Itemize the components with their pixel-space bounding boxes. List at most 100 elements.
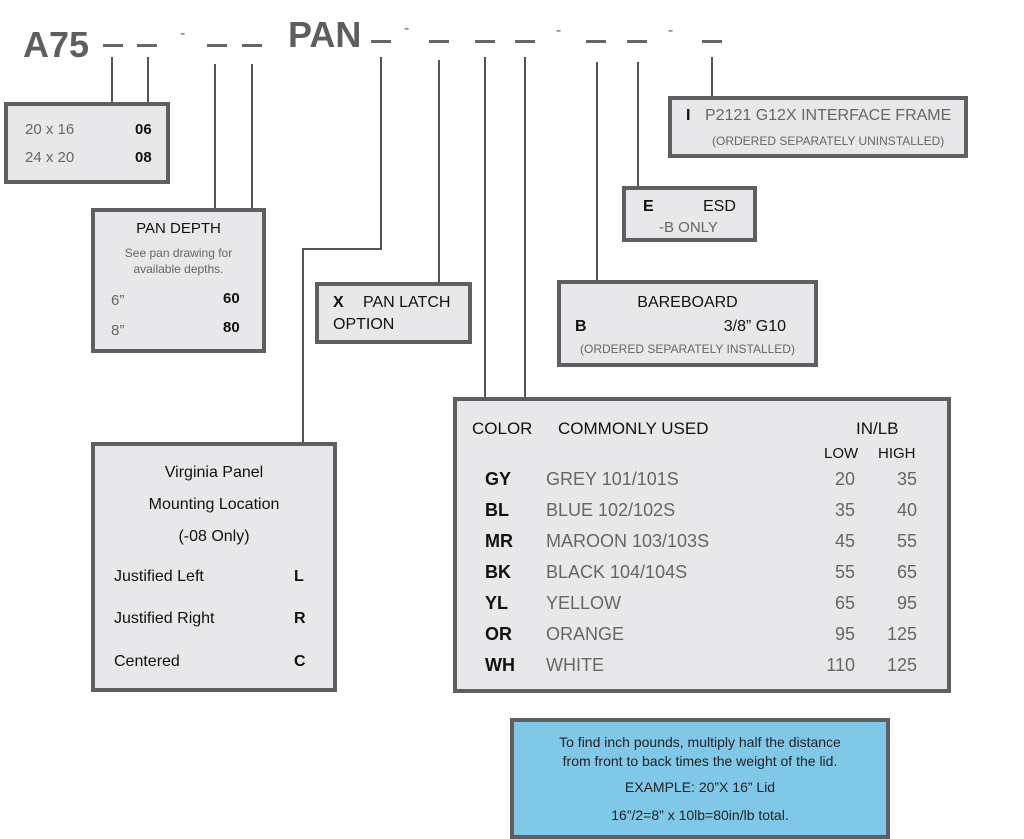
mounting-option-label: Justified Right (114, 610, 215, 627)
interface-code: I (686, 107, 691, 124)
color-column-header: COLOR (472, 419, 533, 438)
depth-label: 6” (111, 292, 125, 309)
latch-label: OPTION (333, 316, 395, 333)
code-slot-dash (371, 40, 391, 43)
high-value: 55 (896, 531, 917, 551)
bareboard-code: B (575, 318, 587, 335)
separator-dash: - (668, 22, 674, 39)
size-code: 06 (135, 121, 152, 138)
interface-note: (ORDERED SEPARATELY UNINSTALLED) (712, 134, 945, 148)
color-row: MR MAROON 103/103S 45 55 (457, 531, 947, 555)
high-value: 65 (896, 562, 917, 582)
pan-depth-note: See pan drawing for (124, 246, 233, 260)
mounting-option-code: L (294, 568, 304, 585)
separator-dash: - (180, 25, 186, 42)
color-code: BL (485, 500, 509, 520)
bareboard-value: 3/8” G10 (723, 318, 786, 335)
color-row: OR ORANGE 95 125 (457, 624, 947, 648)
code-slot-dash (137, 44, 157, 47)
code-slot-dash (627, 40, 647, 43)
color-table-box: COLOR COMMONLY USED IN/LB LOW HIGH GY GR… (453, 397, 951, 693)
code-slot-dash (242, 44, 262, 47)
low-value: 55 (834, 562, 855, 582)
size-label: 20 x 16 (25, 121, 75, 138)
interface-frame-box: I P2121 G12X INTERFACE FRAME (ORDERED SE… (668, 96, 968, 158)
esd-box: E ESD -B ONLY (622, 186, 757, 242)
pan-depth-title: PAN DEPTH (136, 220, 221, 237)
color-name: ORANGE (546, 624, 625, 644)
esd-code: E (643, 198, 654, 215)
high-value: 125 (886, 655, 917, 675)
color-name: BLUE 102/102S (546, 500, 676, 520)
color-code: BK (485, 562, 511, 582)
mounting-location-box: Virginia Panel Mounting Location (-08 On… (91, 442, 337, 692)
size-label: 24 x 20 (25, 149, 75, 166)
mounting-title: Virginia Panel (164, 464, 264, 481)
depth-code: 80 (223, 319, 240, 336)
pan-depth-box: PAN DEPTH See pan drawing for available … (91, 208, 266, 353)
inch-pound-info-box: To find inch pounds, multiply half the d… (510, 718, 890, 839)
color-row: GY GREY 101/101S 20 35 (457, 469, 947, 493)
code-slot-dash (586, 40, 606, 43)
color-name: BLACK 104/104S (546, 562, 688, 582)
high-value: 35 (896, 469, 917, 489)
color-code: MR (485, 531, 513, 551)
esd-note: -B ONLY (659, 219, 718, 236)
color-name: YELLOW (546, 593, 622, 613)
pan-latch-box: X PAN LATCH OPTION (315, 282, 472, 344)
depth-code: 60 (223, 290, 240, 307)
mounting-title: Mounting Location (148, 496, 280, 513)
interface-label: P2121 G12X INTERFACE FRAME (705, 107, 952, 124)
esd-label: ESD (703, 198, 736, 215)
color-name: MAROON 103/103S (546, 531, 710, 551)
high-column-header: HIGH (878, 445, 916, 462)
separator-dash: - (404, 20, 410, 37)
mounting-option-code: R (294, 610, 306, 627)
low-value: 35 (834, 500, 855, 520)
info-example: EXAMPLE: 20”X 16” Lid (624, 779, 776, 795)
low-value: 110 (826, 655, 855, 675)
color-name: GREY 101/101S (546, 469, 679, 489)
color-row: BK BLACK 104/104S 55 65 (457, 562, 947, 586)
low-value: 20 (834, 469, 855, 489)
pan-depth-note: available depths. (133, 262, 224, 276)
high-value: 125 (886, 624, 917, 644)
color-row: YL YELLOW 65 95 (457, 593, 947, 617)
code-slot-dash (429, 40, 449, 43)
low-value: 45 (834, 531, 855, 551)
color-code: GY (485, 469, 512, 489)
code-slot-dash (702, 40, 722, 43)
size-code: 08 (135, 149, 152, 166)
commonly-used-column-header: COMMONLY USED (558, 419, 709, 438)
mounting-option-code: C (294, 653, 306, 670)
code-slot-dash (207, 44, 227, 47)
low-column-header: LOW (824, 445, 859, 462)
code-slot-dash (515, 40, 535, 43)
mounting-option-label: Justified Left (114, 568, 204, 585)
latch-label: PAN LATCH (363, 294, 451, 311)
mounting-note: (-08 Only) (178, 528, 250, 545)
part-middle: PAN (288, 14, 362, 55)
separator-dash: - (556, 22, 562, 39)
color-code: WH (485, 655, 515, 675)
info-line: from front to back times the weight of t… (562, 753, 838, 769)
color-code: OR (485, 624, 512, 644)
inlb-column-header: IN/LB (856, 419, 899, 438)
depth-label: 8” (111, 322, 125, 339)
high-value: 40 (896, 500, 917, 520)
bareboard-box: BAREBOARD B 3/8” G10 (ORDERED SEPARATELY… (557, 280, 818, 367)
bareboard-note: (ORDERED SEPARATELY INSTALLED) (580, 342, 795, 356)
color-code: YL (485, 593, 509, 613)
bareboard-title: BAREBOARD (637, 294, 738, 311)
info-line: To find inch pounds, multiply half the d… (559, 734, 841, 750)
mounting-option-label: Centered (114, 653, 180, 670)
color-row: WH WHITE 110 125 (457, 655, 947, 679)
color-row: BL BLUE 102/102S 35 40 (457, 500, 947, 524)
info-example: 16”/2=8” x 10lb=80in/lb total. (611, 807, 789, 823)
code-slot-dash (103, 44, 123, 47)
high-value: 95 (896, 593, 917, 613)
latch-code: X (333, 294, 344, 311)
part-prefix: A75 (23, 24, 90, 65)
size-box: 20 x 16 06 24 x 20 08 (4, 102, 170, 184)
